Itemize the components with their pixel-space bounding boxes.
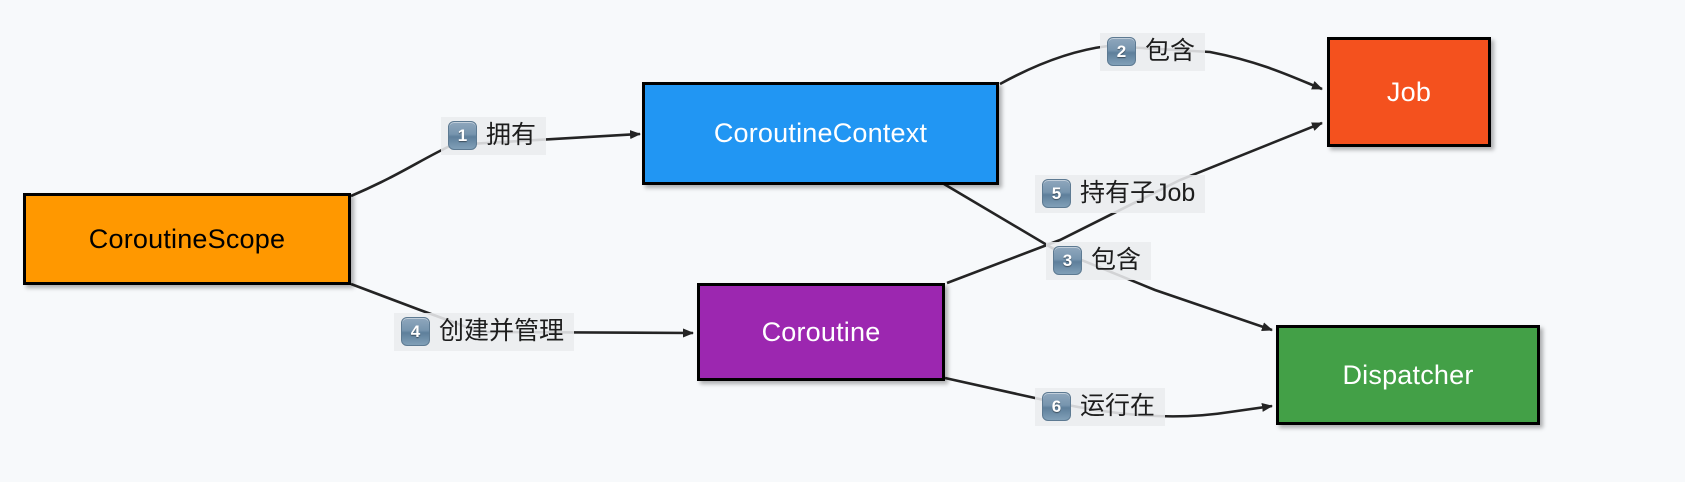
edge-number-badge: 5 bbox=[1042, 179, 1071, 208]
edge-label-text: 包含 bbox=[1091, 246, 1142, 274]
edge-label-text: 持有子Job bbox=[1080, 179, 1196, 207]
edge-label-text: 包含 bbox=[1145, 37, 1196, 65]
edge-label-coroutine-holds-child-job: 5 持有子Job bbox=[1035, 175, 1206, 213]
edge-number-badge: 2 bbox=[1107, 37, 1136, 66]
edge-label-text: 运行在 bbox=[1080, 392, 1156, 420]
node-job[interactable]: Job bbox=[1327, 37, 1491, 147]
node-label-coroutine: Coroutine bbox=[761, 316, 881, 347]
node-dispatcher[interactable]: Dispatcher bbox=[1276, 325, 1540, 425]
edge-label-scope-owns-context: 1 拥有 bbox=[441, 117, 547, 155]
node-coroutine-scope[interactable]: CoroutineScope bbox=[23, 193, 351, 285]
edge-label-coroutine-runs-on-dispatcher: 6 运行在 bbox=[1035, 388, 1166, 426]
edge-label-context-contains-dispatcher: 3 包含 bbox=[1046, 242, 1152, 280]
edge-label-text: 拥有 bbox=[486, 121, 537, 149]
edge-label-scope-creates-coroutine: 4 创建并管理 bbox=[394, 313, 575, 351]
node-label-coroutine-scope: CoroutineScope bbox=[88, 223, 286, 254]
node-coroutine-context[interactable]: CoroutineContext bbox=[642, 82, 999, 185]
edge-number-badge: 1 bbox=[448, 121, 477, 150]
node-label-dispatcher: Dispatcher bbox=[1342, 359, 1474, 390]
edge-label-text: 创建并管理 bbox=[439, 317, 565, 345]
node-coroutine[interactable]: Coroutine bbox=[697, 283, 945, 381]
edge-number-badge: 3 bbox=[1053, 246, 1082, 275]
edge-number-badge: 6 bbox=[1042, 392, 1071, 421]
node-label-job: Job bbox=[1386, 76, 1432, 107]
node-label-coroutine-context: CoroutineContext bbox=[713, 118, 928, 148]
edge-number-badge: 4 bbox=[401, 317, 430, 346]
edge-label-context-contains-job: 2 包含 bbox=[1100, 33, 1206, 71]
